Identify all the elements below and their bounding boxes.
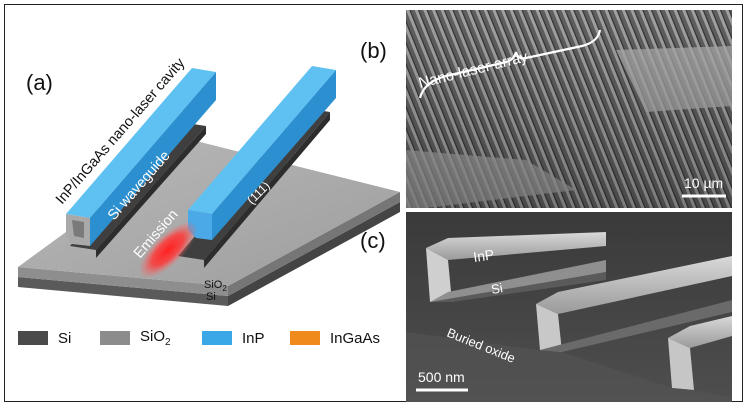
ingaas-core-1	[72, 220, 84, 238]
panel-a-label: (a)	[26, 70, 53, 95]
si-layer-label: Si	[206, 291, 216, 303]
sio2-label: SiO2	[204, 279, 227, 293]
panel-c-label: (c)	[360, 228, 386, 253]
inp-cavity-2-top	[188, 66, 336, 214]
legend-swatch-ingaas	[290, 331, 320, 345]
ridge-2-top	[536, 256, 732, 314]
inp-cavity-1-side	[90, 72, 216, 246]
legend-text-sio2: SiO2	[140, 328, 171, 348]
ridge-2-side	[536, 304, 562, 352]
si-substrate-side	[228, 202, 400, 306]
panel-b-label: (b)	[360, 38, 387, 63]
ridge-3-side	[668, 338, 694, 390]
legend-text-inp: InP	[242, 329, 265, 347]
ridge-1-top	[426, 232, 606, 260]
si-substrate-front	[18, 277, 228, 306]
sem-image-cross-section: InP Si Buried oxide 500 nm	[406, 212, 732, 402]
si-ridge-label: Si	[490, 280, 504, 297]
inp-cavity-1-top	[66, 68, 216, 218]
sio2-side	[228, 192, 400, 296]
ridge-1-base	[430, 272, 606, 302]
legend-swatch-inp	[202, 331, 232, 345]
legend-item-ingaas: InGaAs	[290, 326, 380, 350]
material-legend: Si SiO2 InP InGaAs	[18, 326, 388, 350]
inp-cavity-2-side	[212, 70, 336, 240]
si-waveguide-1-side	[96, 126, 206, 258]
scale-b-label: 10 µm	[684, 175, 723, 191]
buried-oxide-floor	[406, 332, 732, 402]
ridge-1-si	[430, 260, 606, 302]
legend-text-ingaas: InGaAs	[330, 329, 381, 347]
emission-glow	[138, 221, 198, 279]
scale-c-label: 500 nm	[418, 369, 465, 385]
legend-text-si: Si	[58, 329, 72, 347]
panel-a-schematic: InP/InGaAs nano-laser cavity Si waveguid…	[18, 55, 400, 306]
legend-swatch-si	[18, 331, 48, 345]
sem-image-nano-laser-array: Nano-laser array 10 µm	[406, 10, 732, 208]
inp-label: InP	[472, 246, 495, 265]
legend-item-sio2: SiO2	[100, 326, 171, 350]
sem-array-graphic: Nano-laser array 10 µm	[406, 10, 732, 208]
sem-cross-section-graphic: InP Si Buried oxide 500 nm	[406, 212, 732, 402]
ridge-3-top	[668, 316, 732, 348]
sio2-front	[18, 267, 228, 296]
legend-item-si: Si	[18, 326, 71, 350]
ridge-1-side	[426, 248, 452, 302]
legend-item-inp: InP	[202, 326, 265, 350]
legend-swatch-sio2	[100, 331, 130, 345]
si-waveguide-2-side	[204, 112, 330, 268]
array-bracket	[418, 29, 602, 99]
ridge-2-base	[540, 300, 732, 352]
